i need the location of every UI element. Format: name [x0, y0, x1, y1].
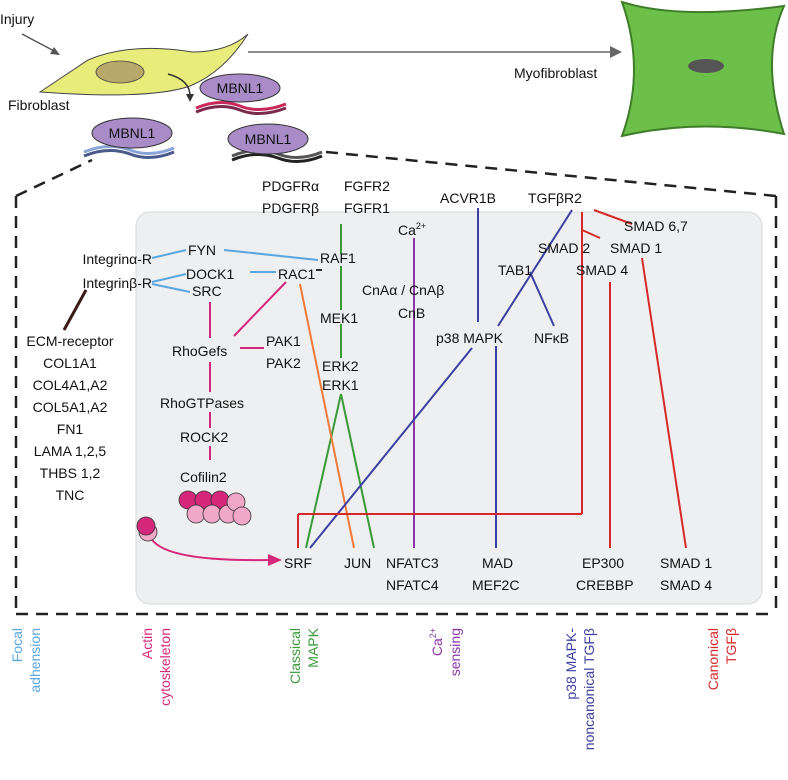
cofilin2-node: Cofilin2 [180, 469, 227, 485]
fibroblast-to-mbnl1-arrow [167, 73, 194, 102]
mbnl1-protein: MBNL1 [195, 73, 287, 115]
canonical-tgfb-links [297, 209, 687, 549]
fibroblast-label: Fibroblast [8, 97, 70, 113]
ecm-list-item: COL4A1,A2 [33, 377, 108, 393]
pathway-legend: Focal adhension Actin cytoskeleton Class… [9, 627, 739, 750]
fibroblast-cell [38, 33, 249, 96]
dock1-node: DOCK1 [186, 266, 234, 282]
svg-text:Focal: Focal [9, 628, 25, 662]
calcineurin-a-node: CnAα / CnAβ [362, 282, 444, 298]
erk1-node: ERK1 [322, 377, 359, 393]
mbnl1-label: MBNL1 [109, 125, 156, 141]
integrin-beta-receptor: Integrinβ-R [82, 275, 152, 291]
pdgfra-receptor: PDGFRα [262, 178, 319, 194]
legend-focal-adhesion: Focal adhension [9, 628, 43, 693]
raf1-node: RAF1 [320, 250, 356, 266]
ecm-list-item: LAMA 1,2,5 [34, 443, 107, 459]
ecm-list-item: ECM-receptor [26, 333, 113, 349]
ecm-receptor-list: ECM-receptor COL1A1 COL4A1,A2 COL5A1,A2 … [26, 333, 113, 503]
cofilin2-molecules [136, 490, 252, 542]
tab1-node: TAB1 [498, 262, 532, 278]
ecm-list-item: FN1 [57, 421, 84, 437]
tgfbr2-receptor: TGFβR2 [528, 190, 582, 206]
pdgfrb-receptor: PDGFRβ [262, 200, 319, 216]
calcineurin-b-node: CnB [398, 305, 425, 321]
fyn-node: FYN [188, 242, 216, 258]
p38-mapk-node: p38 MAPK [436, 330, 504, 346]
legend-classical-mapk: Classical MAPK [287, 627, 321, 684]
mbnl1-label: MBNL1 [245, 131, 292, 147]
mbnl1-protein: MBNL1 [83, 117, 175, 159]
ecm-list-item: TNC [56, 487, 85, 503]
integrin-alpha-receptor: Integrinα-R [82, 251, 152, 267]
svg-text:Classical: Classical [287, 628, 303, 684]
ecm-list-item: COL1A1 [43, 355, 97, 371]
legend-p38-noncanonical-tgfb: p38 MAPK- noncanonical TGFβ [563, 628, 597, 751]
jun-target: JUN [344, 555, 371, 571]
rhogefs-node: RhoGefs [172, 343, 227, 359]
smad67-node: SMAD 6,7 [624, 218, 688, 234]
nucleus-panel [135, 211, 763, 605]
svg-text:sensing: sensing [447, 628, 463, 676]
erk2-node: ERK2 [322, 358, 359, 374]
svg-text:MAPK: MAPK [305, 627, 321, 667]
svg-text:Canonical: Canonical [705, 628, 721, 690]
pak1-node: PAK1 [266, 333, 301, 349]
fgfr2-receptor: FGFR2 [344, 178, 390, 194]
nfatc4-target: NFATC4 [386, 577, 439, 593]
svg-text:TGFβ: TGFβ [723, 628, 739, 664]
svg-text:adhension: adhension [27, 628, 43, 693]
mef2c-target: MEF2C [472, 577, 519, 593]
mbnl1-label: MBNL1 [217, 80, 264, 96]
actin-cytoskeleton-links [209, 281, 287, 460]
src-node: SRC [192, 283, 222, 299]
mad-target: MAD [482, 555, 513, 571]
integrin-ecm-link [62, 289, 88, 331]
crebbp-target: CREBBP [576, 577, 634, 593]
smad1-node: SMAD 1 [610, 240, 662, 256]
pak2-node: PAK2 [266, 355, 301, 371]
srf-target: SRF [284, 555, 312, 571]
rock2-node: ROCK2 [180, 429, 228, 445]
rac1-node: RAC1 [278, 266, 316, 282]
svg-text:Ca2+: Ca2+ [428, 628, 445, 656]
legend-calcium-sensing: Ca2+ sensing [428, 628, 463, 676]
mek1-node: MEK1 [320, 310, 358, 326]
injury-arrow [21, 33, 60, 55]
calcium-node: Ca2+ [398, 221, 426, 238]
svg-text:p38 MAPK-: p38 MAPK- [563, 628, 579, 700]
ep300-target: EP300 [582, 555, 624, 571]
nfatc3-target: NFATC3 [386, 555, 439, 571]
focal-adhesion-links [151, 249, 319, 293]
svg-text:noncanonical TGFβ: noncanonical TGFβ [581, 628, 597, 750]
smad1-target: SMAD 1 [660, 555, 712, 571]
rhogtpases-node: RhoGTPases [160, 395, 244, 411]
ecm-list-item: COL5A1,A2 [33, 399, 108, 415]
classical-mapk-links [305, 224, 375, 549]
transformation-arrowhead [610, 46, 622, 58]
svg-text:Actin: Actin [139, 628, 155, 659]
legend-actin-cytoskeleton: Actin cytoskeleton [139, 628, 173, 706]
myofibroblast-cell [620, 0, 786, 138]
ecm-list-item: THBS 1,2 [40, 465, 101, 481]
acvr1b-receptor: ACVR1B [440, 190, 496, 206]
fgfr1-receptor: FGFR1 [344, 200, 390, 216]
smad2-node: SMAD 2 [538, 240, 590, 256]
myofibroblast-label: Myofibroblast [514, 65, 597, 81]
mbnl1-protein: MBNL1 [227, 123, 323, 163]
svg-text:cytoskeleton: cytoskeleton [157, 628, 173, 706]
legend-canonical-tgfb: Canonical TGFβ [705, 628, 739, 690]
injury-label: Injury [0, 11, 34, 27]
nfkb-node: NFκB [534, 330, 569, 346]
actin-to-srf-arrow [149, 535, 282, 566]
smad4-node: SMAD 4 [576, 262, 628, 278]
smad4-target: SMAD 4 [660, 577, 712, 593]
zoom-box [14, 150, 778, 616]
